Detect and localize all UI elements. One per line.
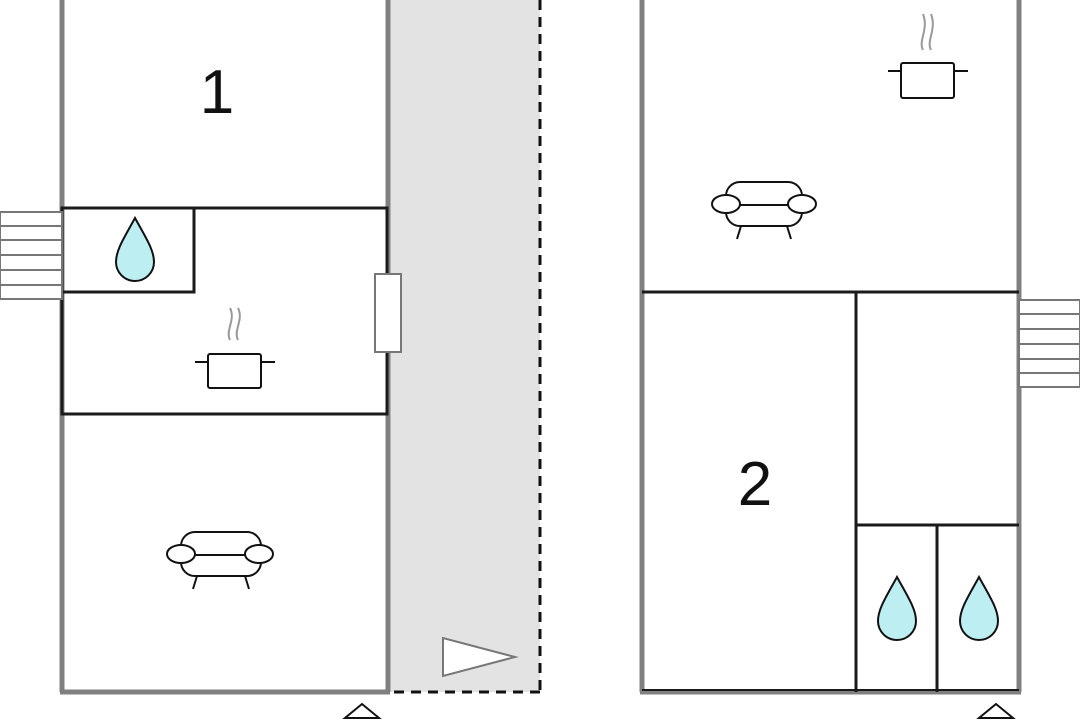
sofa-icon	[711, 181, 817, 240]
floor-number-1: 1	[200, 58, 234, 127]
water-drop-icon	[876, 574, 918, 641]
entrance-marker-icon	[976, 702, 1016, 719]
terrace	[360, 0, 542, 694]
door-icon	[374, 273, 402, 353]
water-drop-icon	[958, 574, 1000, 641]
stairs-icon	[1018, 299, 1080, 388]
cooking-pot-icon	[195, 307, 275, 389]
floor-number-2: 2	[738, 450, 772, 519]
floor-1: 1	[0, 0, 542, 695]
sofa-icon	[166, 531, 274, 590]
floor-2: 2	[639, 0, 1080, 695]
cooking-pot-icon	[888, 13, 968, 99]
water-drop-icon	[114, 215, 156, 282]
entrance-marker-icon	[342, 702, 382, 719]
triangle-arrow-icon	[442, 636, 519, 678]
stairs-icon	[0, 211, 63, 300]
terrace-area	[388, 0, 540, 692]
